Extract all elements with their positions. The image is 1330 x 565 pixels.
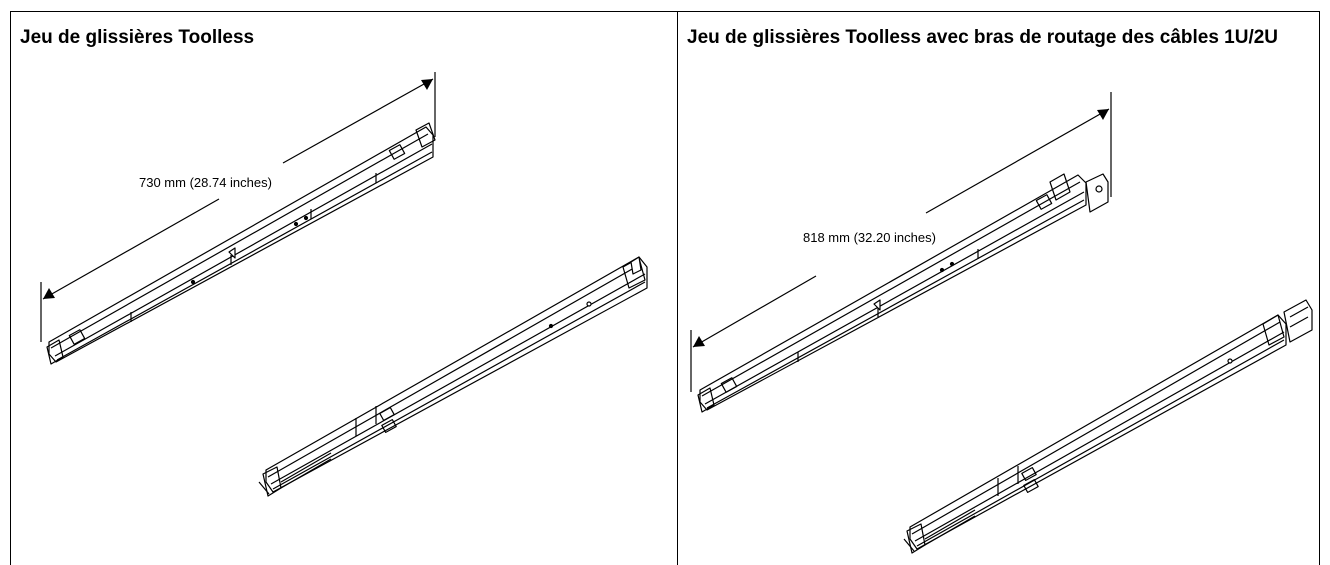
panel-toolless-rail-kit-with-cma: Jeu de glissières Toolless avec bras de …: [678, 12, 1320, 565]
center-divider: [677, 11, 678, 565]
left-border: [10, 11, 11, 565]
rail-kit-drawing: 730 mm (28.74 inches): [40, 72, 648, 497]
rail-length-label: 818 mm (32.20 inches): [803, 230, 936, 245]
dimension-arrowhead: [43, 288, 55, 299]
right-border: [1319, 11, 1320, 565]
dimension-arrowhead: [1097, 109, 1109, 120]
dimension-line: [42, 198, 220, 300]
dimension-arrowhead: [693, 336, 705, 347]
panel-title: Jeu de glissières Toolless: [20, 27, 255, 48]
dimension-line: [692, 275, 817, 348]
dimension-line: [282, 78, 434, 164]
panel-title: Jeu de glissières Toolless avec bras de …: [687, 27, 1279, 48]
lower-rail: [903, 299, 1313, 554]
lower-rail: [258, 256, 648, 497]
top-border: [10, 11, 1320, 12]
upper-rail: [46, 122, 436, 365]
panel-toolless-rail-kit: Jeu de glissières Toolless: [11, 12, 676, 565]
dimension-line: [925, 108, 1110, 214]
dimension-arrowhead: [421, 79, 433, 90]
upper-rail: [697, 173, 1109, 413]
rail-kit-with-cma-drawing: 818 mm (32.20 inches): [690, 92, 1313, 554]
rail-length-label: 730 mm (28.74 inches): [139, 175, 272, 190]
